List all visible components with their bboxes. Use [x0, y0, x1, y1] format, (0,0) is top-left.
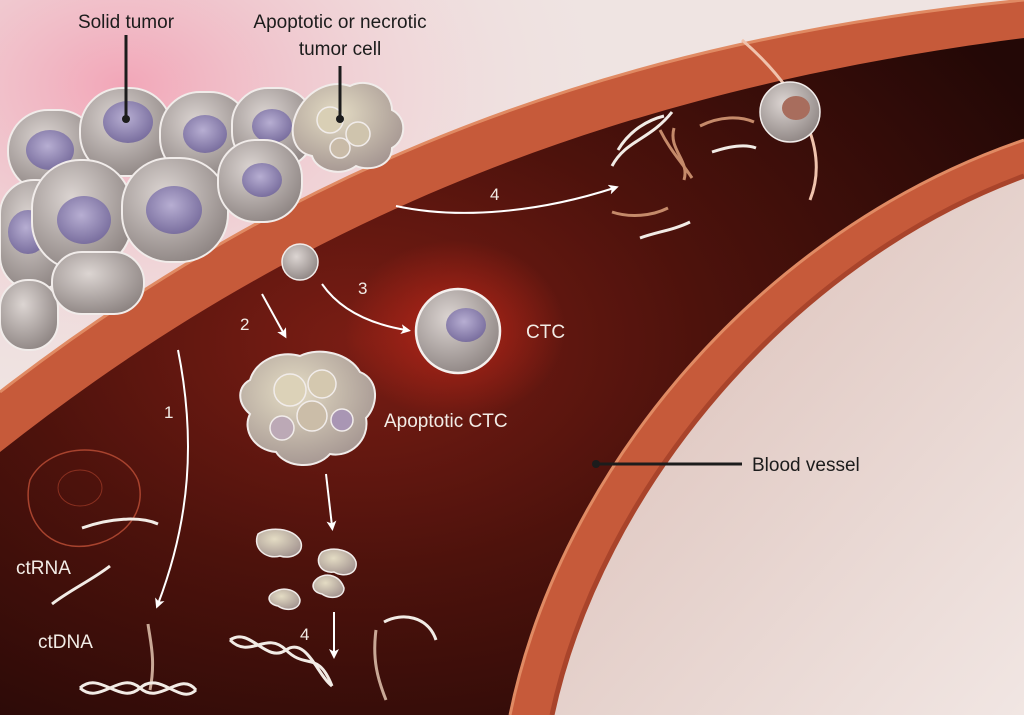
distant-cell [759, 81, 821, 143]
dna-helix [671, 127, 687, 181]
arrow-to-fragments [325, 473, 337, 531]
lysed-cell-outline [27, 449, 141, 548]
rna-strand [51, 564, 111, 606]
label-apoptotic-line1: Apoptotic or necrotic [253, 12, 426, 33]
inner-tissue [552, 176, 1024, 715]
leader-dot [592, 460, 600, 468]
dna-helix [610, 111, 674, 167]
step-number-4-bottom: 4 [300, 625, 309, 644]
label-solid-tumor: Solid tumor [78, 12, 175, 33]
label-blood-vessel: Blood vessel [752, 455, 860, 476]
nucleic-acids [51, 111, 757, 701]
arrow-step-2 [261, 293, 287, 339]
process-arrows [155, 184, 619, 659]
arrow-step-1 [155, 349, 190, 609]
leader-dot [122, 115, 130, 123]
dna-helix [616, 114, 665, 151]
rna-strand [81, 517, 159, 530]
rna-strand [711, 144, 757, 154]
step-number-1: 1 [164, 403, 173, 422]
arrow-step-3 [321, 283, 411, 335]
step-number-3: 3 [358, 279, 367, 298]
rna-strand [383, 615, 438, 641]
tumor-cell [121, 157, 229, 263]
leader-dot [336, 115, 344, 123]
rna-strand [373, 629, 388, 701]
label-apoptotic-line2: tumor cell [299, 39, 381, 60]
tumor-cell [0, 279, 59, 351]
label-ctdna: ctDNA [38, 632, 93, 653]
label-ctc: CTC [526, 322, 565, 343]
apoptotic-ctc-cell [239, 350, 377, 467]
dna-helix [78, 681, 198, 695]
solid-tumor-cluster [0, 87, 315, 351]
vessel-inner-edge [508, 138, 1024, 715]
label-ctrna: ctRNA [16, 558, 71, 579]
tumor-cell [217, 139, 303, 223]
dna-helix [228, 638, 334, 687]
tumor-cell [51, 251, 145, 315]
apoptotic-tumor-cell [291, 81, 405, 173]
step-number-4-top: 4 [490, 185, 499, 204]
ctc-cell [414, 287, 502, 375]
dna-helix [658, 129, 694, 179]
step-number-2: 2 [240, 315, 249, 334]
cell-fragments [255, 528, 357, 611]
leader-lines [122, 35, 742, 468]
inner-wall-edge [549, 173, 1024, 715]
rna-strand [639, 220, 691, 240]
extravasating-cell [281, 243, 319, 281]
label-apoptotic-ctc: Apoptotic CTC [384, 411, 508, 432]
rna-strand [699, 116, 755, 128]
rna-strand [611, 206, 669, 217]
arrow-step-4-top [395, 184, 619, 214]
